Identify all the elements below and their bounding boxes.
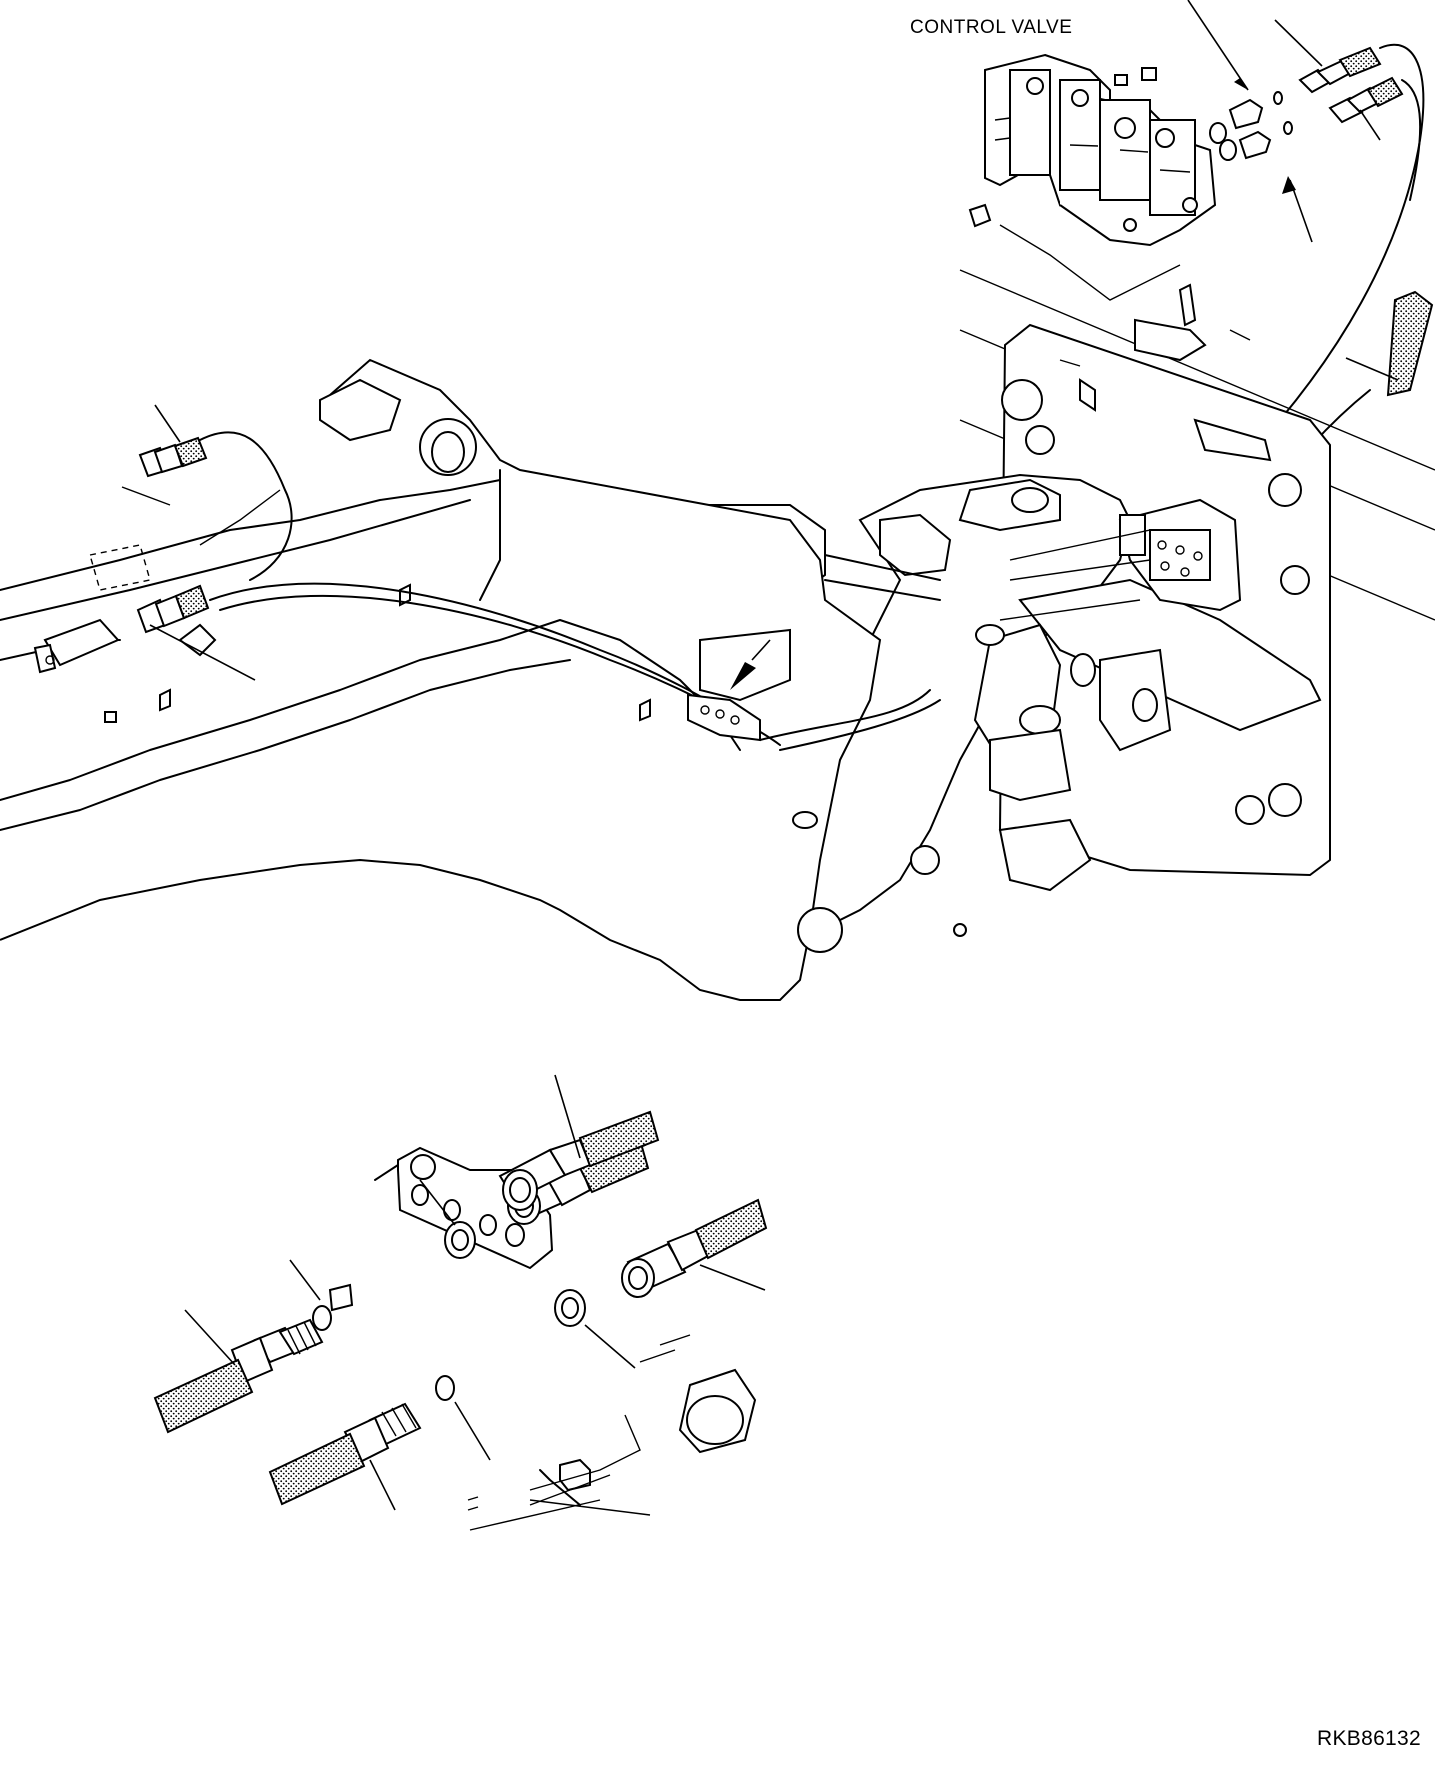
hose-icon (1338, 46, 1382, 78)
boom (0, 358, 941, 1001)
valve-leaders (1187, 0, 1399, 381)
swing-post (758, 473, 1322, 937)
arrow-icon (1234, 78, 1248, 90)
detail-view (153, 1074, 768, 1531)
valve-fittings (1209, 43, 1434, 521)
arrow-icon (730, 662, 756, 690)
control-valve-label: CONTROL VALVE (910, 17, 1073, 38)
hose-icon (153, 1358, 254, 1434)
boom-hoses (33, 431, 941, 751)
drawing-code: RKB86132 (1317, 1727, 1421, 1750)
control-valve (968, 53, 1217, 301)
o-ring-icon (1209, 122, 1227, 144)
left-fittings (121, 404, 256, 681)
arrow-icon (1282, 176, 1296, 194)
hose-icon (173, 436, 208, 468)
o-ring-icon (312, 1305, 332, 1331)
